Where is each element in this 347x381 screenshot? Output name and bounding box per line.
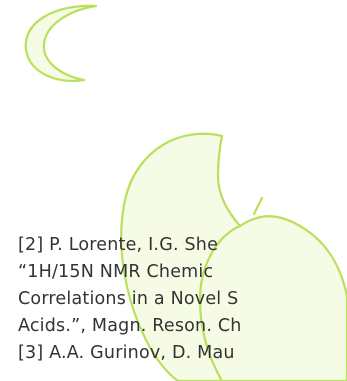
reference-list: [2] P. Lorente, I.G. She “1H/15N NMR Che… [18, 232, 347, 367]
large-crescent-inner-arc [198, 224, 241, 381]
reference-line-4: Acids.”, Magn. Reson. Ch [18, 316, 242, 336]
crescent-tick-mark [252, 196, 264, 216]
reference-line-5: [3] A.A. Gurinov, D. Mau [18, 343, 235, 363]
reference-line-2: “1H/15N NMR Chemic [18, 262, 214, 282]
small-crescent-shape [24, 4, 98, 82]
reference-line-1: [2] P. Lorente, I.G. She [18, 235, 219, 255]
reference-line-3: Correlations in a Novel S [18, 289, 239, 309]
